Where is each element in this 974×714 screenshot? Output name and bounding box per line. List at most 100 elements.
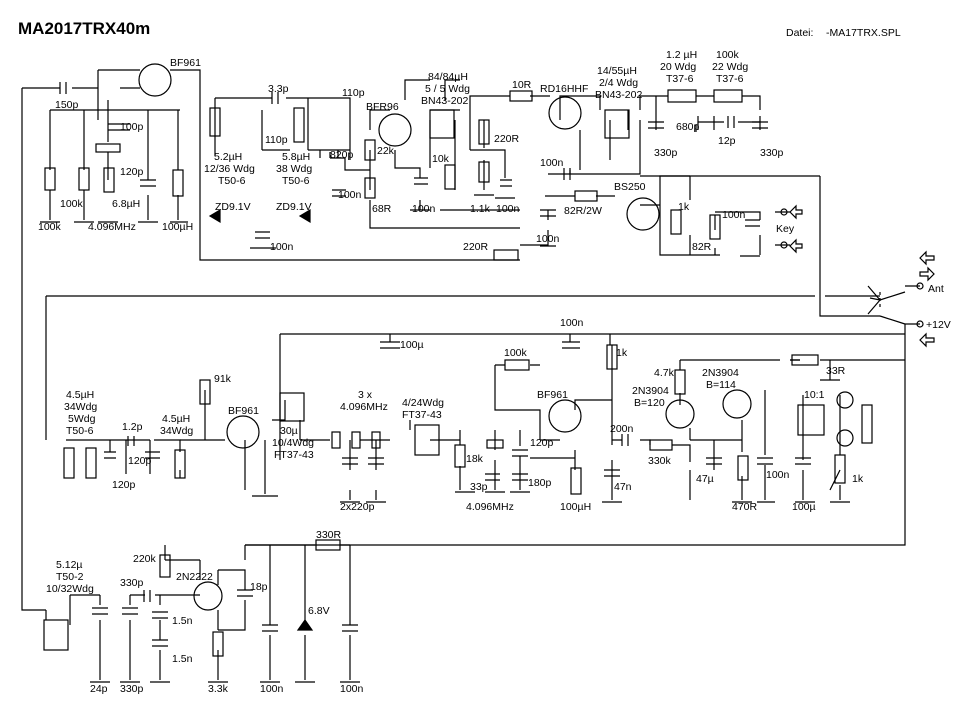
lp-l1-wdg-label: 20 Wdg (660, 61, 696, 73)
c-18p-label: 18p (250, 581, 268, 593)
r-220k-label: 220k (133, 553, 157, 565)
xtal2-freq-label: 4.096MHz (466, 501, 514, 513)
sw-c-100n-label: 100n (536, 233, 560, 245)
t-wdg-label: 5 / 5 Wdg (425, 83, 470, 95)
mosfet-icon (548, 399, 582, 433)
lp-l2-ind-label: 100k (716, 49, 740, 61)
resistor-icon (364, 177, 376, 199)
af-q2-beta-label: B=114 (706, 379, 736, 391)
file-label: Datei: (786, 27, 813, 39)
c-47u-label: 47µ (696, 473, 714, 485)
t-ratio-label: 10:1 (804, 389, 825, 401)
potentiometer-icon (834, 454, 846, 484)
headphone-icon (861, 404, 873, 444)
c-couple-label: 3.3p (268, 83, 289, 95)
resistor-icon (78, 167, 90, 191)
c-820p-label: 820p (330, 149, 354, 161)
labels: BF961 150p 100p 100k 100k 4.096MHz 120p … (38, 49, 951, 695)
transistor-icon (193, 581, 223, 611)
c-trim1-label: 110p (265, 134, 288, 146)
af-q1-beta-label: B=120 (634, 397, 665, 409)
t-mix-ind-label: 30µ (280, 425, 298, 437)
transistor-icon (722, 389, 752, 419)
r-82r2w-label: 82R/2W (564, 205, 602, 217)
l2-ind-label: 5.8µH (282, 151, 310, 163)
crystal-icon (95, 143, 121, 153)
c-2x220p-label: 2x220p (340, 501, 375, 513)
r-470r-label: 470R (732, 501, 758, 513)
t-mix-core-label: FT37-43 (274, 449, 314, 461)
resistor-icon (791, 354, 819, 366)
c-bias-label: 100p (120, 121, 144, 133)
mosfet-icon (548, 96, 582, 130)
vfo-c-100n-b-label: 100n (340, 683, 364, 695)
resistor-icon (606, 344, 618, 370)
zener-icon (296, 618, 314, 631)
transformer-icon (279, 392, 305, 422)
l-100uh-label: 100µH (560, 501, 591, 513)
resistor-icon (504, 359, 530, 371)
rx-xtal-freq-label: 4.096MHz (340, 401, 388, 413)
c-xtal-label: 120p (120, 166, 144, 178)
transformer-icon (209, 107, 221, 137)
rx-l-in-ind-label: 4.5µH (66, 389, 94, 401)
inductor-icon (713, 89, 743, 103)
q-osc-label: 2N2222 (176, 571, 213, 583)
lp-t-ind-label: 14/55µH (597, 65, 637, 77)
vfo-c-24p-label: 24p (90, 683, 108, 695)
r-1k1-label: 1.1k (470, 203, 491, 215)
lp-t-wdg-label: 2/4 Wdg (599, 77, 638, 89)
t-if-wdg-label: 4/24Wdg (402, 397, 444, 409)
q-bfr-label: BFR96 (366, 101, 399, 113)
speaker-icon (836, 429, 854, 447)
inductor-icon (293, 107, 305, 143)
rx-l-in-wdg-label: 34Wdg (64, 401, 97, 413)
r-47k-label: 4.7k (654, 367, 675, 379)
r-10k-label: 10k (432, 153, 450, 165)
resistor-icon (212, 631, 224, 657)
r-pot-label: 1k (852, 473, 864, 485)
r-68r-label: 68R (372, 203, 392, 215)
q-sw-label: BS250 (614, 181, 646, 193)
t-mix-wdg-label: 10/4Wdg (272, 437, 314, 449)
resistor-icon (478, 161, 490, 183)
mosfet-icon (226, 415, 260, 449)
l1-wdg-label: 12/36 Wdg (204, 163, 255, 175)
xtal-freq-label: 4.096MHz (88, 221, 136, 233)
transistor-icon (378, 113, 412, 147)
q1-label: BF961 (170, 57, 201, 69)
crystal-icon (371, 431, 381, 449)
lp-l1-ind-label: 1.2 µH (666, 49, 697, 61)
mosfet-icon (138, 63, 172, 97)
c-zener-label: 100n (270, 241, 294, 253)
resistor-icon (709, 214, 721, 240)
t-ind-label: 84/84µH (428, 71, 468, 83)
inductor-icon (85, 447, 97, 479)
sw-r-220r-label: 220R (463, 241, 489, 253)
vfo-c-330p-label: 330p (120, 577, 144, 589)
r-220r-label: 220R (494, 133, 520, 145)
lp-t-core-label: BN43-202 (595, 89, 642, 101)
r-91k-label: 91k (214, 373, 232, 385)
af-c-100n-label: 100n (766, 469, 790, 481)
c-100n-a-label: 100n (338, 189, 362, 201)
lp-c2-label: 680p (676, 121, 700, 133)
crystal-icon (331, 431, 341, 449)
r-82r-label: 82R (692, 241, 712, 253)
speaker-icon (836, 391, 854, 409)
inductor-icon (570, 467, 582, 495)
r-330r-label: 330R (316, 529, 342, 541)
transistor-icon (665, 399, 695, 429)
q-det-label: BF961 (537, 389, 568, 401)
sw-c-100n-b-label: 100n (722, 209, 746, 221)
xtal-count-label: 3 x (358, 389, 373, 401)
transformer-icon (797, 404, 825, 436)
inductor-icon (103, 167, 115, 193)
arrow-icon (919, 250, 935, 348)
l2-core-label: T50-6 (282, 175, 310, 187)
r-33r-label: 33R (826, 365, 846, 377)
crystal-icon (351, 431, 361, 449)
lp-c4-label: 330p (760, 147, 784, 159)
c-100n-pa-label: 100n (540, 157, 564, 169)
